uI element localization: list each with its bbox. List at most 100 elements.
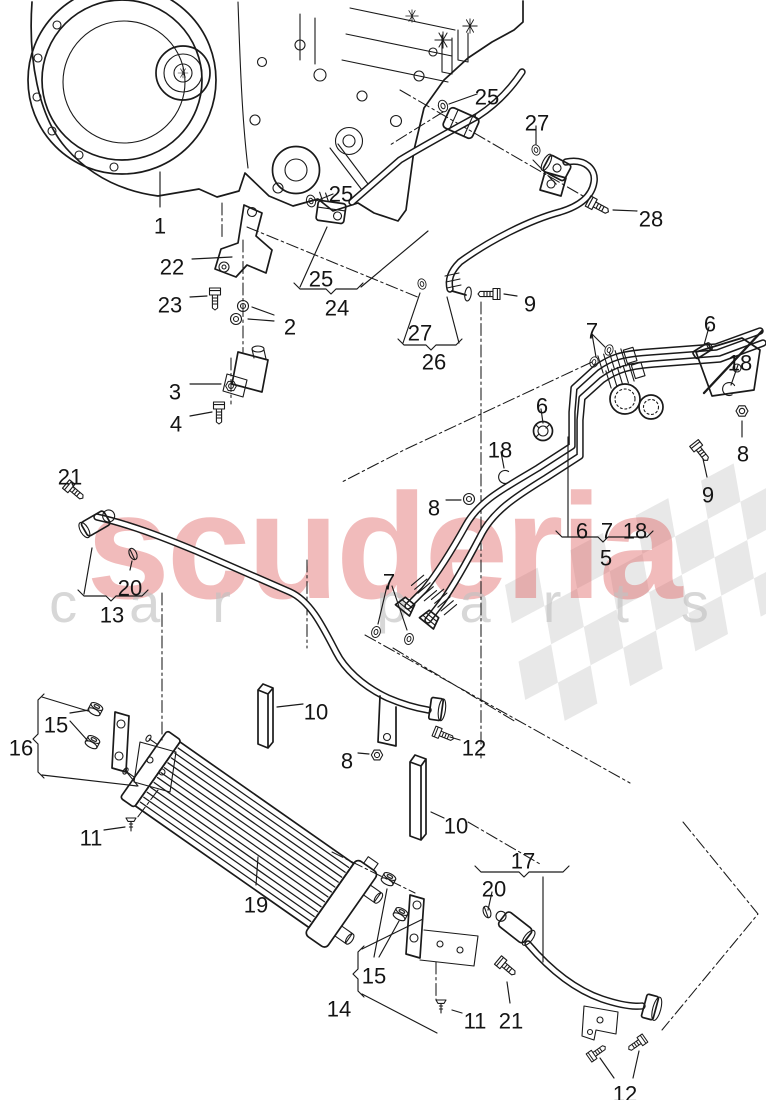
callout-20b: 20 [482,877,506,902]
screw-item-9-right [689,439,713,465]
callout-28: 28 [639,207,663,232]
grommet-item-15b [83,733,102,751]
engine-bolt-details [249,39,438,128]
pipe-hose-assembly-item-5 [394,327,766,630]
bracket-26 [397,292,463,351]
grommet-item-15c [379,870,398,888]
callout-12a: 12 [462,736,486,761]
screw-item-12b [625,1033,649,1054]
callout-11b: 11 [464,1009,487,1034]
flag-cells [505,463,766,721]
foam-pad-item-10-upper [257,683,274,749]
callout-27b: 27 [408,321,432,346]
callout-25a: 25 [329,182,353,207]
nut-item-8-low [370,749,384,761]
callout-13: 13 [100,603,124,628]
ring-item-20-lower [481,904,493,920]
mounting-bracket-right [695,329,764,397]
callout-18c: 18 [623,519,647,544]
callout-7a: 7 [586,319,598,344]
flange-end [427,696,447,722]
screw-item-12a [585,1042,609,1063]
screw-item-9-upper [477,287,501,301]
hose-end-flange [640,993,663,1021]
elbow-fitting [78,509,116,539]
callout-1: 1 [154,214,166,239]
callout-22: 22 [160,255,184,280]
hose-fitting [495,910,536,946]
o-ring-item-25-upper [436,98,450,114]
oil-hose-item-17 [495,910,663,1041]
callout-8b: 8 [428,496,440,521]
washer-item-7a [603,343,615,357]
callout-18a: 18 [728,351,752,376]
washer-item-7d [402,631,416,647]
nut-item-8-right [735,405,749,417]
union-nut-fittings [597,346,646,389]
bolt-item-4 [212,401,226,425]
callout-8a: 8 [737,442,749,467]
mounting-bracket-item-14 [405,894,479,967]
o-ring-item-27-upper [530,143,542,157]
callout-6b: 6 [536,394,548,419]
callout-25c: 25 [475,85,499,110]
callout-14: 14 [327,997,351,1022]
callout-9b: 9 [702,483,714,508]
callout-24: 24 [325,296,349,321]
callout-17: 17 [511,849,535,874]
callout-15b: 15 [362,964,386,989]
callout-20a: 20 [118,576,142,601]
flange-bolt-holes [32,20,119,172]
callout-9a: 9 [524,292,536,317]
grommet-item-6-mid [532,420,554,442]
o-ring-item-27-lower [416,277,428,291]
callout-6c: 6 [576,519,588,544]
grommet-item-15d [391,905,410,923]
callout-18b: 18 [488,438,512,463]
callout-10b: 10 [444,814,468,839]
callout-labels: 1 22 23 2 3 4 25 25 24 27 26 25 27 28 9 … [9,85,752,1100]
callout-12b: 12 [613,1082,637,1100]
callout-7c: 7 [601,519,613,544]
cooler-fins [139,747,350,923]
valve-item-3 [222,345,269,398]
callout-6a: 6 [704,312,716,337]
callout-8c: 8 [341,749,353,774]
callout-25b: 25 [309,267,333,292]
callout-brackets [32,226,654,1034]
pressure-pipe-item-24 [315,68,526,225]
watermark: scuderia car parts [49,462,766,721]
callout-3: 3 [169,380,181,405]
callout-2: 2 [284,315,296,340]
oil-pipe-item-13 [78,509,447,747]
hose-end-fittings [394,574,458,630]
bracket-16 [32,693,138,787]
bracket-5 [555,436,654,543]
callout-16: 16 [9,736,33,761]
screw-item-11-lower [435,999,447,1014]
callout-23: 23 [158,293,182,318]
banjo-bolt-item-28 [584,195,612,218]
callout-26: 26 [422,350,446,375]
mounting-bracket-item-16 [111,711,177,793]
screw-item-21-lower [493,955,519,979]
foam-pad-item-10-lower [409,754,427,841]
watermark-subtitle-text: car parts [49,571,761,634]
bracket-24 [293,226,429,295]
bolt-item-23 [208,287,222,311]
pipe-clamp [442,106,480,140]
callout-7b: 7 [383,570,395,595]
callout-15a: 15 [44,713,68,738]
checkered-flag [505,463,766,721]
swivel-joint [609,383,664,420]
callout-21b: 21 [499,1009,523,1034]
bracket-13 [77,547,149,602]
bracket-14 [352,918,438,1034]
callout-5: 5 [600,546,612,571]
grommet-item-15a [86,700,105,718]
callout-21a: 21 [58,465,82,490]
pressure-pipe-item-26 [444,153,598,302]
washer-item-2b [229,312,243,326]
